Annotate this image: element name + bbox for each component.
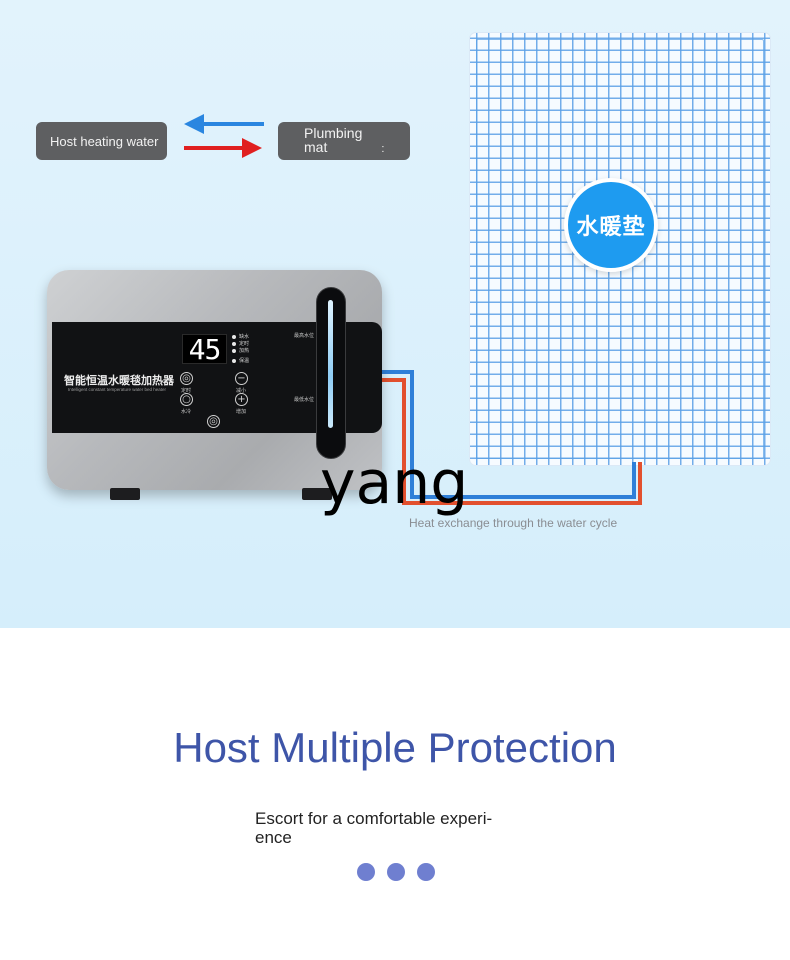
level-high-label: 最高水位 bbox=[294, 333, 315, 339]
timer-button[interactable]: ◎ bbox=[180, 372, 193, 385]
section-subtitle: Escort for a comfortable experi- ence bbox=[255, 809, 515, 847]
indicator-water-shortage: 缺水 bbox=[232, 333, 249, 340]
decrease-button[interactable]: − bbox=[235, 372, 248, 385]
subtitle-line-1: Escort for a comfortable experi- bbox=[255, 809, 493, 828]
water-drop-icon: ○ bbox=[182, 394, 191, 405]
host-heating-water-label: Host heating water bbox=[36, 122, 167, 160]
water-cool-button[interactable]: ○ bbox=[180, 393, 193, 406]
increase-label: 增加 bbox=[236, 409, 247, 415]
timer-icon: ◎ bbox=[182, 373, 191, 384]
dot-2[interactable] bbox=[387, 863, 405, 881]
indicator-keep-warm: 保温 bbox=[232, 357, 249, 364]
plumbing-mat-label: Plumbing mat: bbox=[278, 122, 410, 160]
host-heating-water-text: Host heating water bbox=[50, 133, 159, 149]
flow-arrows bbox=[184, 114, 264, 158]
plumbing-text: Plumbing bbox=[304, 125, 363, 141]
pipe-blue bbox=[378, 370, 636, 499]
indicator-timer: 定时 bbox=[232, 340, 249, 347]
caption-text: Heat exchange through the water cycle bbox=[409, 516, 618, 530]
device-foot-left bbox=[110, 488, 140, 500]
temperature-display: 45 bbox=[182, 334, 227, 365]
water-cool-label: 水冷 bbox=[181, 409, 192, 415]
indicator-heating: 加热 bbox=[232, 347, 249, 354]
section-title: Host Multiple Protection bbox=[173, 724, 617, 771]
timer-label: 定时 bbox=[181, 388, 192, 394]
mat-badge: 水暖垫 bbox=[564, 178, 658, 272]
dot-3[interactable] bbox=[417, 863, 435, 881]
pagination-dots bbox=[357, 863, 435, 881]
water-level-light bbox=[328, 300, 333, 428]
brand-name-cn: 智能恒温水暖毯加热器 bbox=[64, 374, 174, 387]
pipe-red bbox=[378, 378, 642, 505]
arrow-left-blue-icon bbox=[184, 114, 264, 134]
increase-button[interactable]: + bbox=[235, 393, 248, 406]
dot-1[interactable] bbox=[357, 863, 375, 881]
power-button[interactable]: ◎ bbox=[207, 415, 220, 428]
level-low-label: 最低水位 bbox=[294, 397, 315, 403]
brand-name-en: Intelligent constant temperature water b… bbox=[68, 387, 167, 392]
mat-text: mat bbox=[304, 139, 328, 155]
mat-border bbox=[476, 39, 764, 459]
power-icon: ◎ bbox=[209, 416, 218, 427]
plus-icon: + bbox=[237, 394, 246, 405]
mat-mark: : bbox=[381, 143, 385, 155]
mat-text-row: mat: bbox=[304, 140, 384, 156]
water-pipes bbox=[378, 370, 642, 505]
watermark-text: yang bbox=[320, 448, 469, 518]
subtitle-line-2: ence bbox=[255, 828, 292, 847]
minus-icon: − bbox=[237, 373, 246, 384]
decrease-label: 减小 bbox=[236, 388, 247, 394]
device-foot-right bbox=[302, 488, 332, 500]
arrow-right-red-icon bbox=[184, 138, 262, 158]
